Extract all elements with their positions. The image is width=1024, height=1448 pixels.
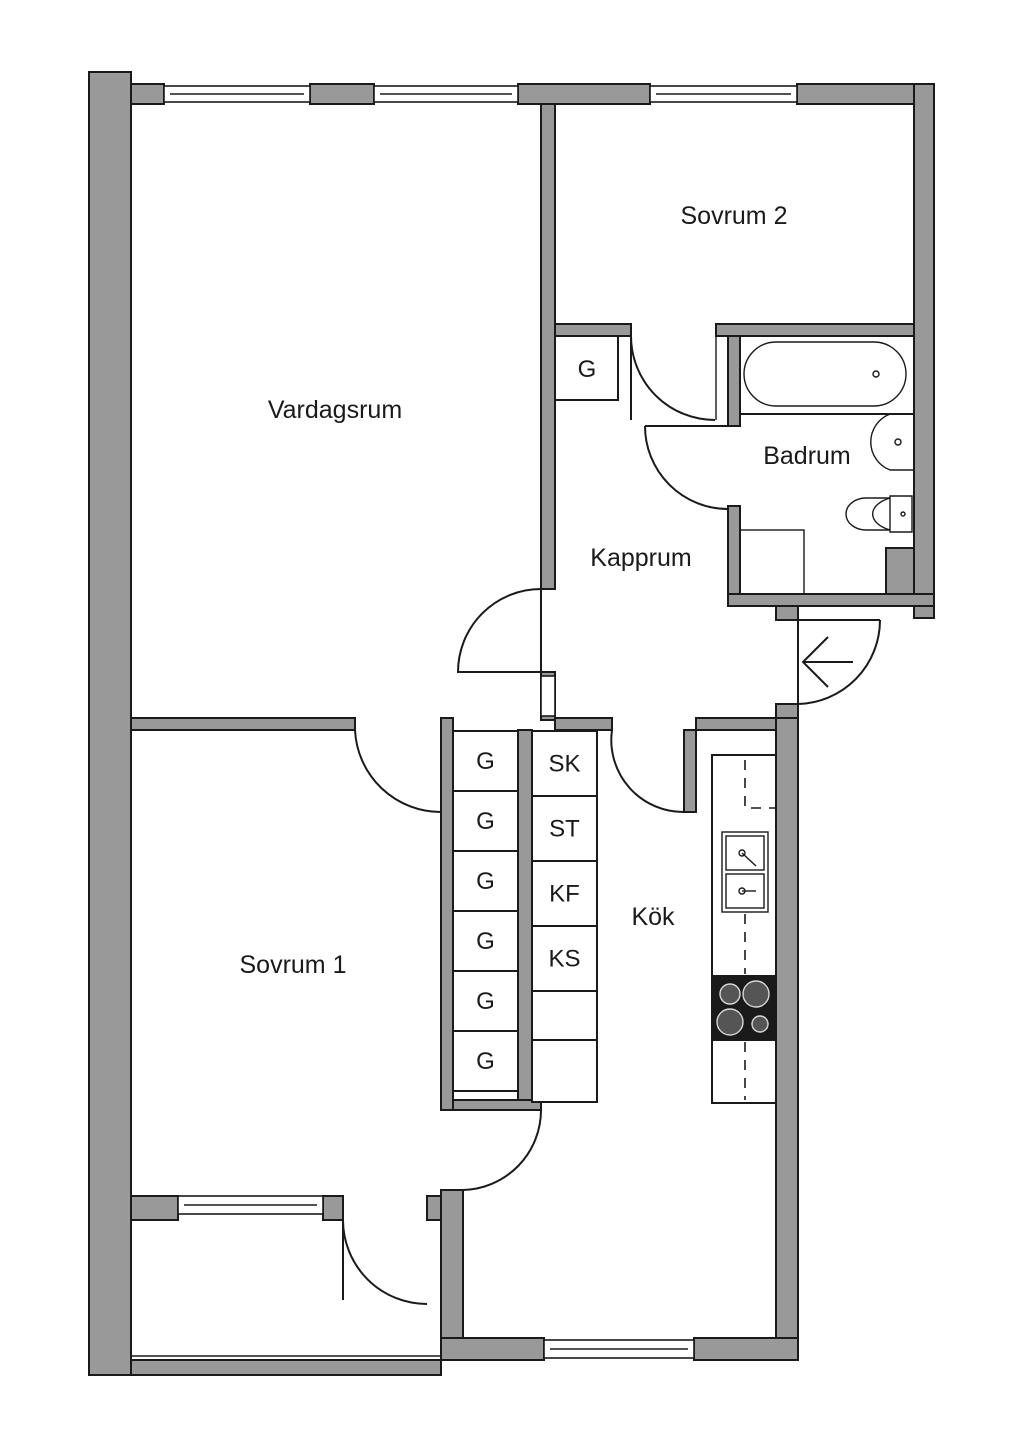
wall-hall-south-b [554, 717, 613, 731]
label-sovrum2: Sovrum 2 [681, 202, 788, 230]
wall-sovrum2-south-b [715, 323, 915, 337]
wardrobe-6-label: G [476, 1048, 495, 1075]
label-badrum: Badrum [763, 442, 851, 470]
window-sovrum2 [649, 85, 798, 103]
label-sovrum1: Sovrum 1 [240, 951, 347, 979]
wall-west [88, 71, 132, 1376]
wardrobes: G G G G G G [452, 730, 519, 1092]
door-kok [610, 729, 685, 814]
wardrobe-6 [452, 1030, 519, 1092]
hall-closet [554, 335, 619, 401]
label-kapprum: Kapprum [590, 544, 691, 572]
kitchen-unit-ks [531, 925, 598, 992]
wardrobe-2 [452, 790, 519, 852]
wardrobe-5-label: G [476, 988, 495, 1015]
bath-storage [739, 529, 805, 595]
kitchen-unit-empty-2 [531, 1039, 598, 1103]
kitchen-unit-empty-1 [531, 990, 598, 1041]
wardrobe-3-label: G [476, 868, 495, 895]
wall-bath-south [727, 593, 935, 607]
walls [88, 71, 935, 1376]
window-sovrum1 [177, 1195, 324, 1215]
stove-icon [711, 975, 777, 1041]
kitchen-unit-sk-label: SK [548, 751, 580, 778]
kitchen-unit-sk [531, 730, 598, 797]
wardrobe-4-label: G [476, 928, 495, 955]
wardrobe-1-label: G [476, 748, 495, 775]
window-living-1 [163, 85, 311, 103]
door-vardagsrum [456, 588, 542, 673]
wall-north-3 [517, 83, 651, 105]
wall-entry-north [775, 605, 799, 621]
kitchen-unit-ks-label: KS [548, 946, 580, 973]
kitchen-unit-st-label: ST [549, 816, 580, 843]
window-living-2 [373, 85, 519, 103]
wall-closet-mid [517, 729, 533, 1103]
wall-hall-south-c [695, 717, 777, 731]
windows [163, 85, 798, 1359]
wall-kitchen-south-b [693, 1337, 799, 1361]
door-sovrum1 [354, 729, 442, 814]
double-sink-icon [721, 831, 769, 913]
wall-sovrum2-south-a [554, 323, 632, 337]
wall-east-lower [775, 717, 799, 1347]
sink-icon [870, 413, 915, 471]
wall-kitchen-north-b [683, 729, 697, 813]
door-balkong [342, 1219, 428, 1305]
wardrobe-3 [452, 850, 519, 912]
wall-kitchen-south-a [440, 1337, 545, 1361]
label-hall-closet: G [578, 356, 597, 383]
wall-north-1 [130, 83, 165, 105]
kitchen-unit-kf [531, 860, 598, 927]
wall-bath-corner [885, 547, 915, 595]
doors [342, 335, 881, 1305]
label-kok: Kök [631, 903, 675, 931]
wall-bath-west-low [727, 505, 741, 607]
wardrobe-2-label: G [476, 808, 495, 835]
label-vardagsrum: Vardagsrum [268, 396, 402, 424]
wall-closet-west [440, 717, 454, 1111]
wall-living-east [540, 103, 556, 590]
window-kitchen [543, 1339, 695, 1359]
wall-balcony-south [130, 1359, 442, 1376]
door-sovrum2 [630, 335, 716, 421]
kitchen-units: SK ST KF KS [531, 730, 598, 1103]
door-entre [797, 619, 881, 705]
wall-east-upper [913, 83, 935, 619]
kitchen-unit-st [531, 795, 598, 862]
wall-kitchen-west [440, 1189, 464, 1347]
wardrobe-5 [452, 970, 519, 1032]
wardrobe-1 [452, 730, 519, 792]
bathroom-fixtures [739, 335, 915, 533]
wall-closet-south [452, 1099, 542, 1111]
toilet-icon [845, 495, 913, 533]
window-living-small [540, 675, 556, 717]
wall-north-2 [309, 83, 375, 105]
wall-sovrum1-south-b [322, 1195, 344, 1221]
bathtub-icon [739, 335, 915, 415]
wall-bath-west [727, 335, 741, 427]
door-badrum [644, 425, 729, 510]
entrance-arrow-icon [801, 636, 853, 688]
interior-lines [131, 335, 805, 1357]
wall-sovrum1-south-a [130, 1195, 179, 1221]
door-kok-sovrum1 [462, 1109, 542, 1191]
kitchen-unit-kf-label: KF [549, 881, 580, 908]
wall-hall-south-a [130, 717, 356, 731]
kitchen-counter [711, 754, 777, 1104]
wardrobe-4 [452, 910, 519, 972]
